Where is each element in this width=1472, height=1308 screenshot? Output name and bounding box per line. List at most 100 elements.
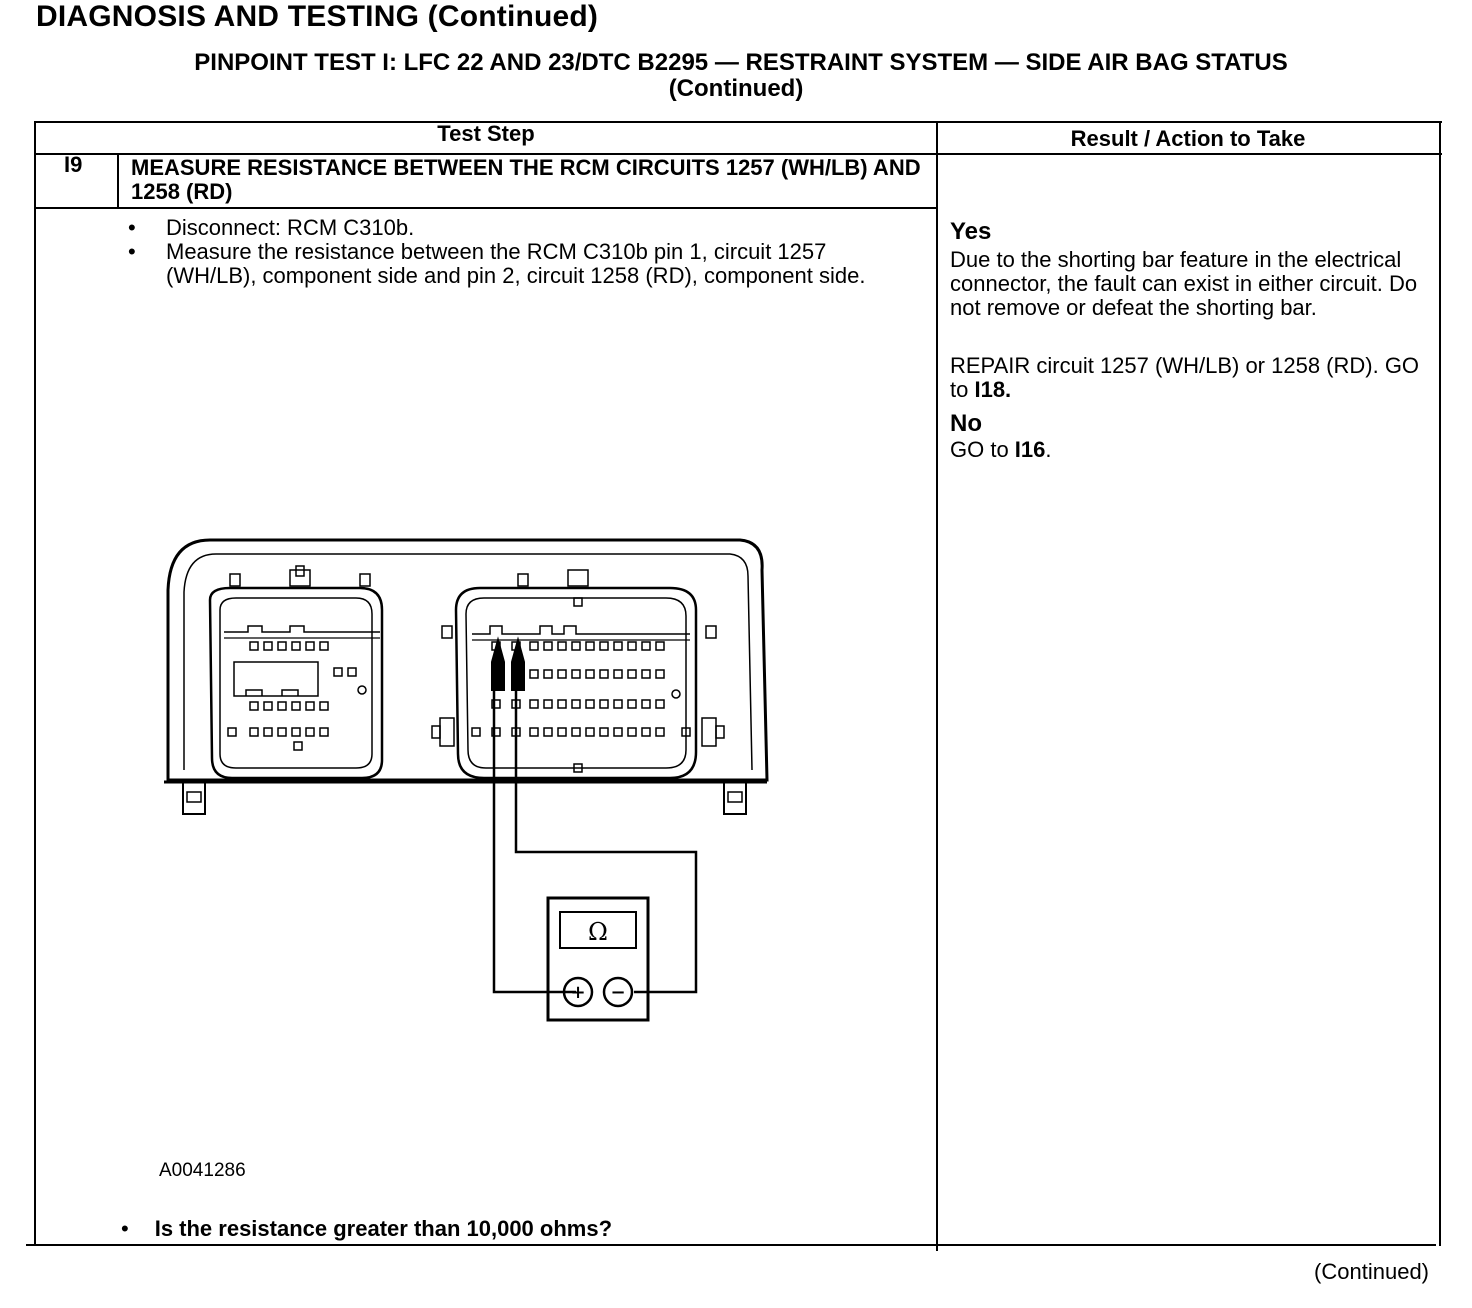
pinpoint-test-title-line2: (Continued)	[668, 75, 804, 102]
header-bottom-border	[34, 153, 1442, 155]
connector-pin	[571, 641, 581, 651]
result-no-label: No	[950, 410, 982, 437]
connector-pin	[655, 699, 665, 709]
plus-symbol: +	[570, 982, 585, 1003]
connector-pin	[627, 641, 637, 651]
connector-pin	[557, 641, 567, 651]
connector-pin	[291, 701, 301, 711]
mounting-foot-left	[182, 781, 206, 815]
column-divider	[936, 121, 938, 1251]
no-text: GO to	[950, 437, 1015, 462]
ohm-symbol: Ω	[588, 918, 608, 946]
connector-pin	[613, 699, 623, 709]
question-text: Is the resistance greater than 10,000 oh…	[154, 1216, 613, 1241]
test-lead-negative	[514, 690, 698, 994]
connector-pin	[491, 699, 501, 709]
mounting-foot-right	[723, 781, 747, 815]
connector-pin	[585, 669, 595, 679]
connector-pin	[249, 701, 259, 711]
bullet-icon: •	[128, 215, 136, 240]
connector-pin	[627, 669, 637, 679]
result-repair-line: REPAIR circuit 1257 (WH/LB) or 1258 (RD)…	[950, 354, 1430, 402]
connector-pin	[571, 699, 581, 709]
repair-text: REPAIR circuit 1257 (WH/LB) or 1258 (RD)…	[950, 353, 1420, 402]
connector-pin	[291, 641, 301, 651]
bullet-icon: •	[121, 1216, 129, 1241]
instruction-item: •Measure the resistance between the RCM …	[128, 240, 918, 288]
connector-pin	[543, 641, 553, 651]
connector-pin	[277, 641, 287, 651]
step-id: I9	[64, 152, 83, 177]
connector-pin	[655, 641, 665, 651]
repair-target-link[interactable]: I18.	[974, 377, 1012, 402]
connector-c310a-pins	[227, 641, 357, 737]
connector-pin	[319, 641, 329, 651]
minus-symbol: −	[610, 982, 625, 1003]
connector-pin	[613, 641, 623, 651]
connector-pin	[543, 699, 553, 709]
connector-pin	[585, 699, 595, 709]
probe-negative-tip	[511, 636, 525, 691]
connector-pin	[227, 727, 237, 737]
connector-pin	[641, 727, 651, 737]
connector-pin	[599, 641, 609, 651]
instruction-item: • Disconnect: RCM C310b.	[128, 216, 918, 240]
connector-pin	[599, 699, 609, 709]
step-instructions: • Disconnect: RCM C310b. •Measure the res…	[128, 216, 918, 288]
instruction-text: Disconnect: RCM C310b.	[166, 215, 415, 240]
result-no-line: GO to I16.	[950, 438, 1430, 462]
connector-pin	[277, 727, 287, 737]
connector-pin	[585, 727, 595, 737]
connector-pin	[529, 699, 539, 709]
connector-c310b-pins	[471, 641, 691, 737]
pinpoint-test-title: PINPOINT TEST I: LFC 22 AND 23/DTC B2295…	[0, 50, 1472, 102]
pinpoint-test-title-line1: PINPOINT TEST I: LFC 22 AND 23/DTC B2295…	[194, 49, 1288, 76]
connector-pin	[557, 669, 567, 679]
result-yes-text: Due to the shorting bar feature in the e…	[950, 247, 1418, 320]
result-yes-label: Yes	[950, 218, 992, 245]
connector-pin	[655, 727, 665, 737]
connector-pin	[585, 641, 595, 651]
ohmmeter	[546, 896, 650, 1022]
connector-pin	[557, 699, 567, 709]
plus-terminal	[562, 976, 594, 1008]
connector-pin	[613, 727, 623, 737]
connector-pin	[655, 669, 665, 679]
connector-c310b	[431, 586, 725, 780]
rcm-connector-diagram: Ω + −	[164, 538, 769, 1022]
table-left-border	[34, 121, 36, 1246]
no-target-link[interactable]: I16	[1014, 437, 1046, 462]
connector-pin	[249, 727, 259, 737]
connector-pin	[543, 669, 553, 679]
connector-pin	[263, 641, 273, 651]
instruction-text: Measure the resistance between the RCM C…	[166, 239, 866, 288]
connector-pin	[249, 641, 259, 651]
connector-pin	[599, 669, 609, 679]
step-question: • Is the resistance greater than 10,000 o…	[121, 1216, 612, 1242]
step-title: MEASURE RESISTANCE BETWEEN THE RCM CIRCU…	[131, 155, 921, 204]
connector-pin	[491, 727, 501, 737]
figure-id: A0041286	[159, 1160, 246, 1181]
connector-c310a	[208, 586, 384, 780]
connector-pin	[305, 701, 315, 711]
connector-pin	[641, 699, 651, 709]
connector-pin	[471, 727, 481, 737]
connector-pin	[291, 727, 301, 737]
column-header-test-step: Test Step	[437, 121, 535, 146]
connector-pin	[613, 669, 623, 679]
connector-pin	[319, 701, 329, 711]
connector-pin	[319, 727, 329, 737]
connector-pin	[305, 727, 315, 737]
step-id-divider	[117, 153, 119, 208]
connector-pin	[529, 727, 539, 737]
connector-pin	[347, 667, 357, 677]
connector-pin	[557, 727, 567, 737]
column-header-result: Result / Action to Take	[1070, 126, 1306, 151]
connector-pin	[627, 727, 637, 737]
connector-pin	[641, 669, 651, 679]
connector-pin	[263, 727, 273, 737]
connector-pin	[627, 699, 637, 709]
connector-pin	[263, 701, 273, 711]
connector-pin	[543, 727, 553, 737]
connector-pin	[681, 727, 691, 737]
